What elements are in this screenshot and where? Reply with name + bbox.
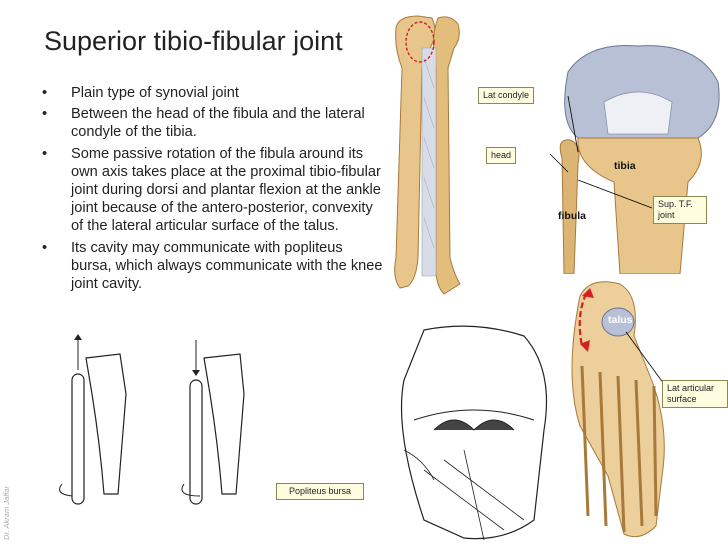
label-tibia: tibia bbox=[614, 160, 636, 172]
bullet-list: Plain type of synovial joint Between the… bbox=[40, 84, 385, 296]
bullet-item: Plain type of synovial joint bbox=[40, 84, 385, 102]
bullet-item: Some passive rotation of the fibula arou… bbox=[40, 145, 385, 236]
tibia-fibula-illustration bbox=[394, 15, 461, 295]
label-lat-articular-surface: Lat articular surface bbox=[662, 380, 728, 408]
label-lat-condyle: Lat condyle bbox=[478, 87, 535, 104]
foot-bones-illustration bbox=[571, 281, 665, 538]
label-talus: talus bbox=[608, 314, 633, 326]
fibula-rotation-diagram bbox=[59, 334, 245, 505]
label-popliteus-bursa: Popliteus bursa bbox=[276, 483, 364, 500]
slide-title: Superior tibio-fibular joint bbox=[44, 26, 343, 56]
popliteus-bursa-illustration bbox=[400, 325, 548, 541]
label-sup-tf-joint: Sup. T.F. joint bbox=[653, 196, 707, 224]
bullet-item: Its cavity may communicate with popliteu… bbox=[40, 239, 385, 294]
bullet-item: Between the head of the fibula and the l… bbox=[40, 105, 385, 141]
knee-joint-illustration bbox=[548, 42, 728, 274]
label-head: head bbox=[486, 147, 517, 164]
credit-text: Dr. Akram Jaffar bbox=[2, 485, 11, 540]
label-fibula: fibula bbox=[558, 210, 586, 222]
